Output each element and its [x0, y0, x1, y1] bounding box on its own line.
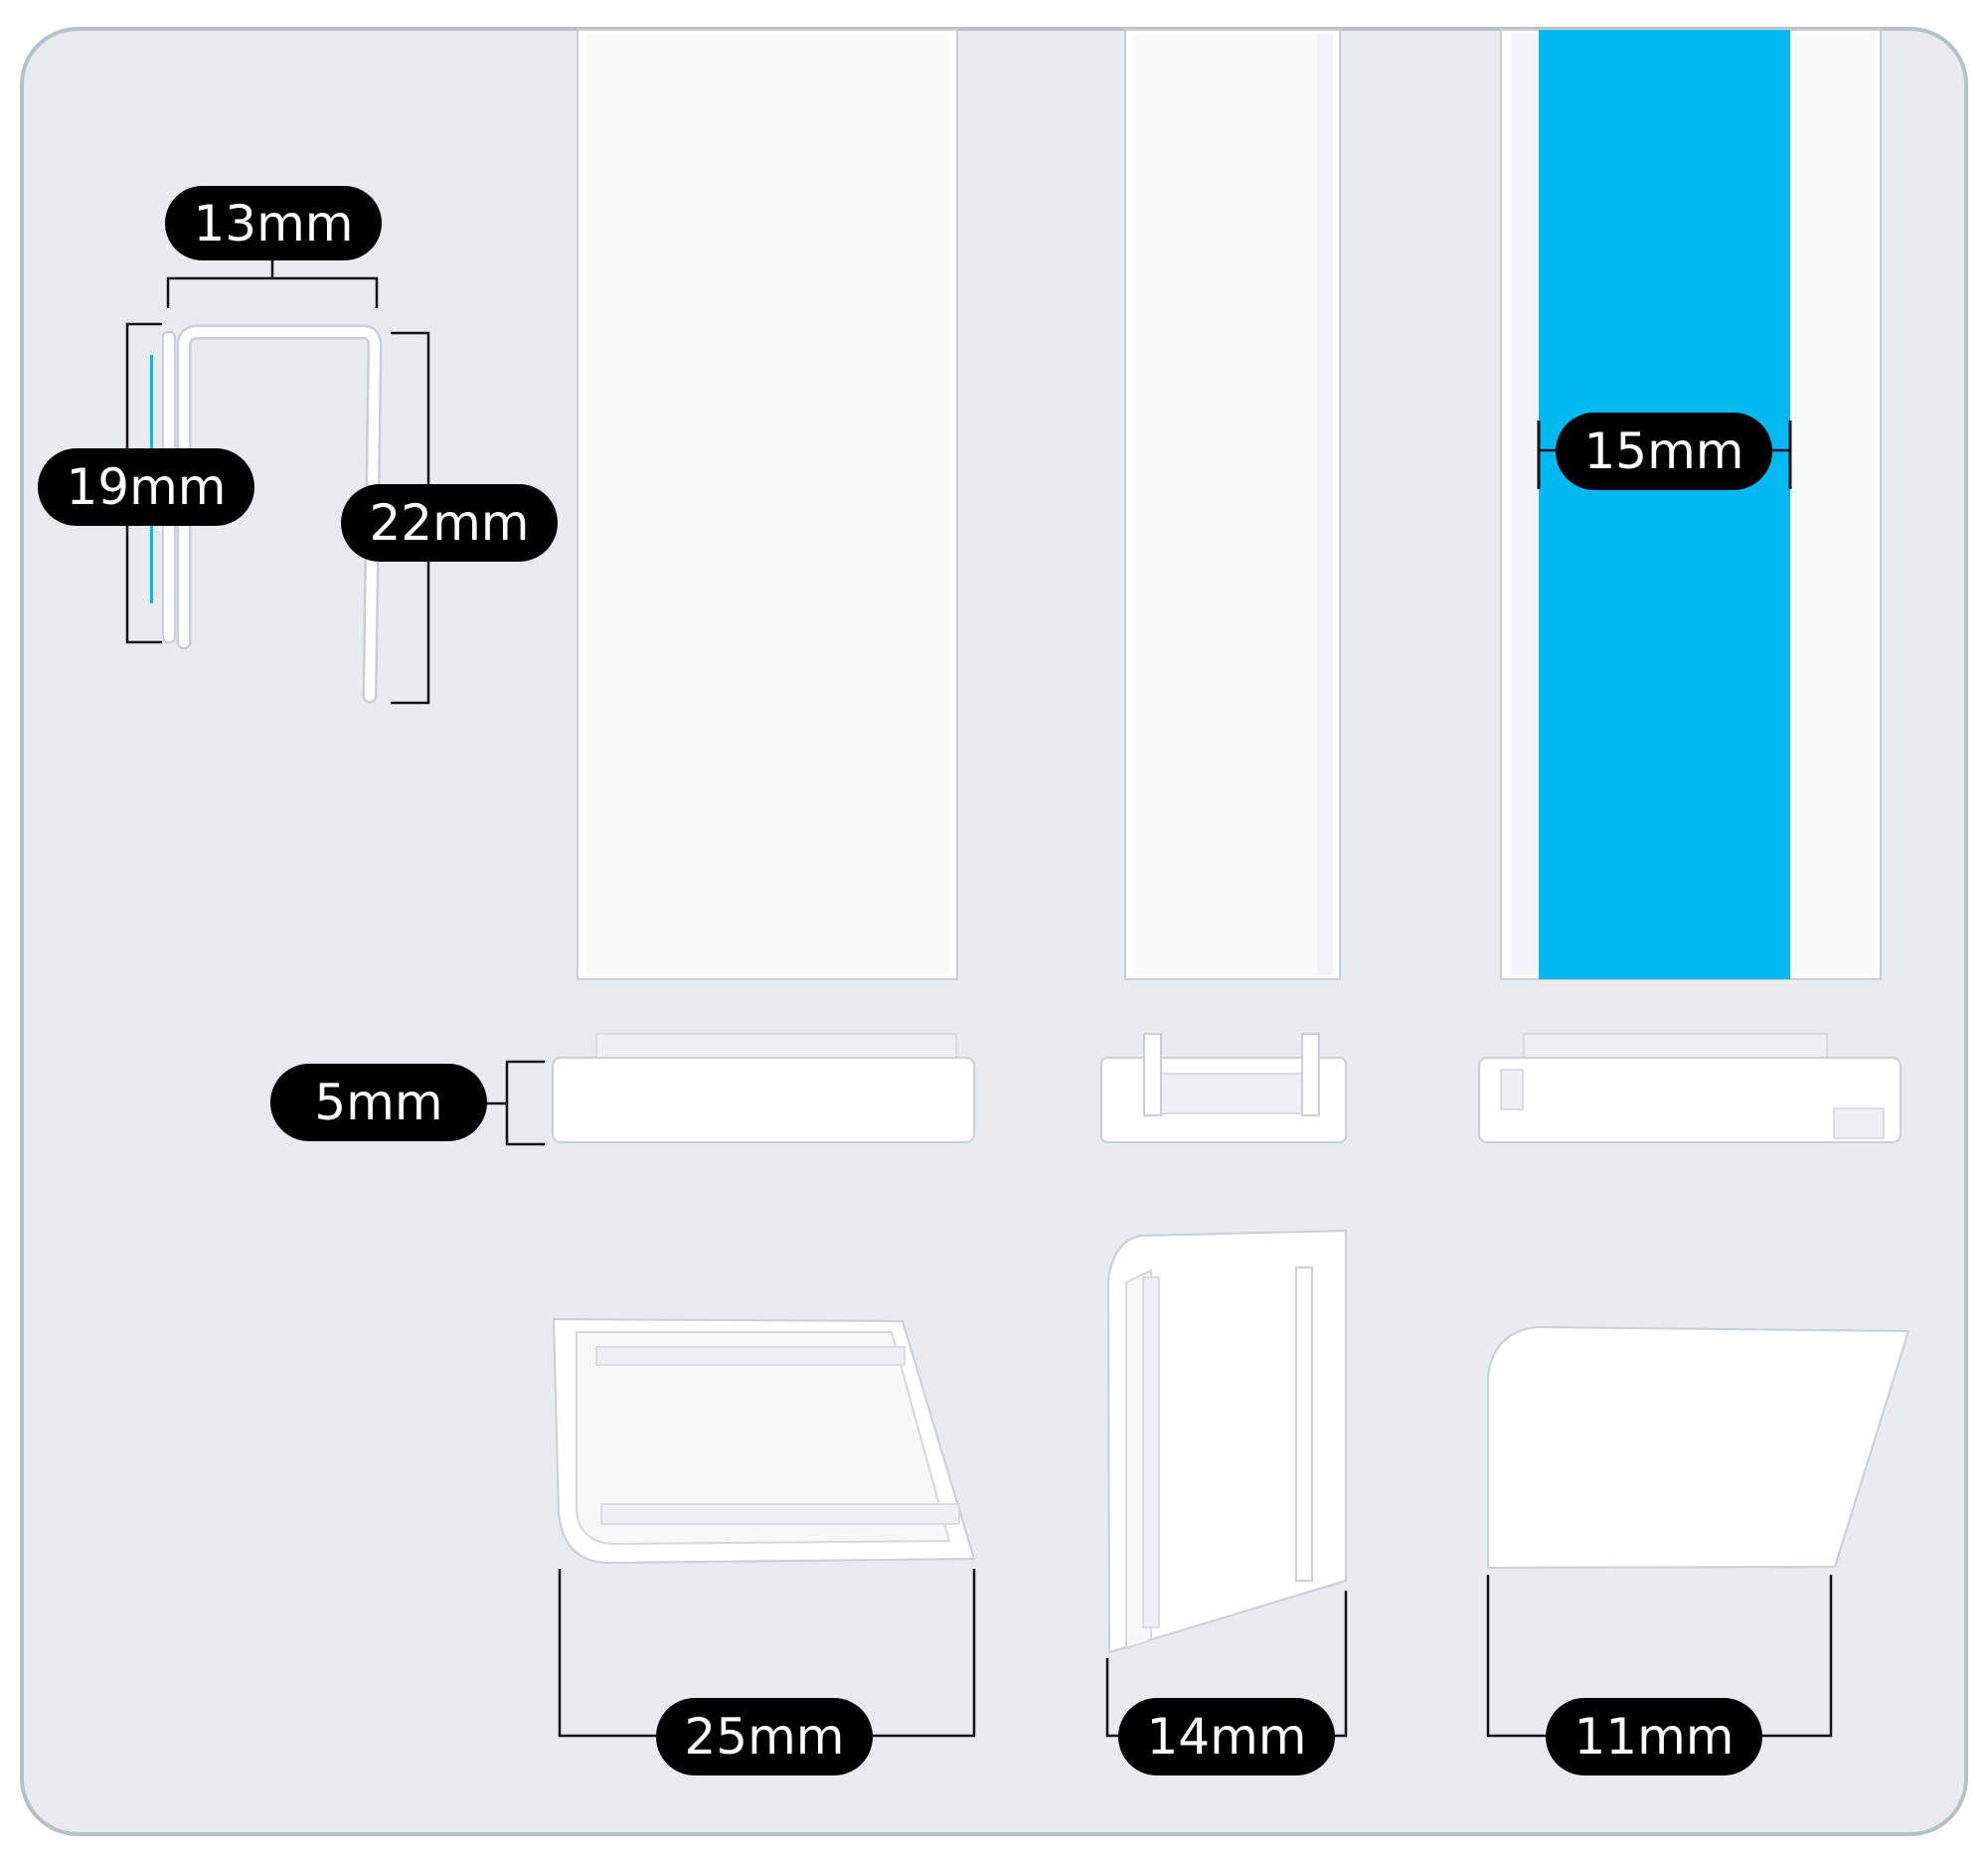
- dimension-large-width: 25mm: [558, 1569, 976, 1775]
- label-small-width: 11mm: [1574, 1708, 1734, 1766]
- end-profile-narrow: [1100, 1033, 1347, 1143]
- end-cap-large: [552, 1317, 976, 1565]
- dimension-small-width: 11mm: [1486, 1575, 1833, 1775]
- end-cap-small: [1487, 1325, 1910, 1570]
- profile-u: [179, 327, 380, 701]
- dimension-base-thickness: 5mm: [270, 1060, 545, 1146]
- end-cap-medium: [1106, 1229, 1347, 1654]
- adhesive-tape: [1539, 30, 1790, 979]
- pill-15mm: [1556, 413, 1772, 490]
- pill-5mm: [270, 1064, 487, 1141]
- front-view-narrow-strip: [1124, 29, 1341, 980]
- dimension-medium-width: 14mm: [1105, 1591, 1348, 1775]
- label-large-width: 25mm: [684, 1708, 844, 1766]
- end-profile-adhesive: [1478, 1033, 1902, 1143]
- back-view-adhesive-strip: [1500, 29, 1882, 980]
- pill-11mm: [1546, 1698, 1762, 1775]
- pill-19mm: [38, 448, 254, 526]
- front-view-wide-strip: [577, 29, 958, 980]
- end-profile-wide: [552, 1033, 975, 1143]
- pill-25mm: [656, 1698, 873, 1775]
- dimension-outer-height: 22mm: [341, 331, 558, 705]
- dimension-top-width: 13mm: [165, 186, 382, 308]
- label-inner-height: 19mm: [66, 458, 226, 516]
- label-outer-height: 22mm: [369, 494, 529, 552]
- pill-14mm: [1118, 1698, 1335, 1775]
- label-base-thickness: 5mm: [314, 1074, 442, 1131]
- dimension-tape-width: 15mm: [1537, 413, 1792, 490]
- pill-22mm: [341, 484, 558, 562]
- pill-13mm: [165, 186, 382, 260]
- dimension-inner-height: 19mm: [38, 322, 254, 644]
- label-medium-width: 14mm: [1146, 1708, 1306, 1766]
- label-tape-width: 15mm: [1583, 422, 1743, 480]
- label-top-width: 13mm: [193, 195, 353, 253]
